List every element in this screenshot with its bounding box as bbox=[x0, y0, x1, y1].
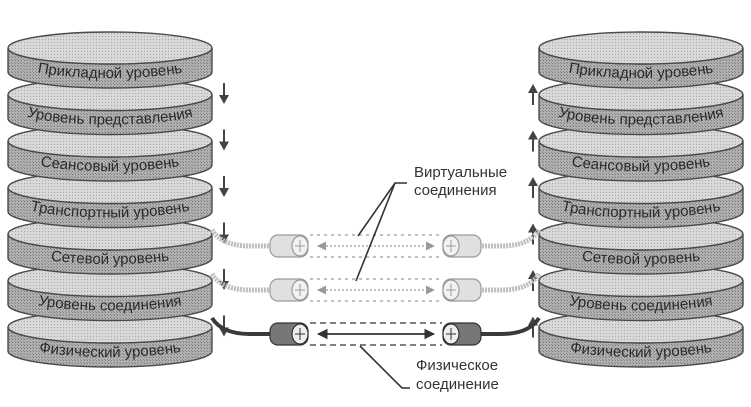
right-layer-label: Сеансовый уровень bbox=[571, 153, 712, 175]
left-arrow-down-icon bbox=[219, 176, 229, 197]
right-cable bbox=[478, 316, 541, 336]
left-cable bbox=[209, 228, 272, 249]
physical-connection bbox=[210, 316, 541, 346]
right-layer-label: Физический уровень bbox=[569, 339, 713, 361]
right-arrow-up-icon bbox=[528, 130, 538, 152]
physical-callout-leader bbox=[359, 345, 410, 389]
right-layer-label: Транспортный уровень bbox=[560, 198, 722, 222]
virtual-connection bbox=[209, 228, 542, 258]
right-direction-arrows bbox=[528, 84, 538, 338]
cable-connector-icon bbox=[442, 322, 482, 346]
left-osi-stack: Физический уровень Уровень соединения Сете… bbox=[7, 31, 213, 368]
left-layer-label: Транспортный уровень bbox=[29, 198, 191, 222]
left-layer-label: Уровень соединения bbox=[37, 292, 182, 314]
connections bbox=[209, 228, 542, 346]
virtual-callout-leaders bbox=[355, 182, 407, 282]
right-arrow-up-icon bbox=[528, 84, 538, 105]
virtual-callout-line2: соединения bbox=[414, 182, 497, 199]
right-layer-label: Сетевой уровень bbox=[581, 248, 701, 268]
right-cable bbox=[478, 228, 542, 249]
virtual-leader-line-2 bbox=[355, 182, 396, 282]
left-layer-label: Прикладной уровень bbox=[37, 60, 184, 82]
right-osi-stack: Физический уровень Уровень соединения Сете… bbox=[538, 31, 744, 368]
cable-connector-icon bbox=[269, 234, 309, 258]
left-direction-arrows bbox=[219, 83, 229, 337]
virtual-leader-line-1 bbox=[357, 182, 407, 237]
virtual-connection bbox=[209, 272, 542, 302]
left-cable bbox=[210, 316, 272, 336]
cable-connector-icon bbox=[269, 278, 309, 302]
cable-connector-icon bbox=[269, 322, 309, 346]
cable-connector-icon bbox=[442, 234, 482, 258]
right-layer-label: Уровень соединения bbox=[568, 292, 713, 314]
right-disk-top bbox=[538, 31, 744, 65]
right-cable bbox=[478, 272, 542, 293]
left-arrow-down-icon bbox=[219, 269, 229, 290]
left-disk-1: Прикладной уровень bbox=[7, 31, 213, 89]
virtual-connections-callout: Виртуальные соединения bbox=[414, 164, 507, 199]
right-arrow-up-icon bbox=[528, 177, 538, 198]
physical-callout-line2: соединение bbox=[416, 376, 499, 393]
right-layer-label: Прикладной уровень bbox=[568, 60, 715, 82]
right-disk-4: Транспортный уровень bbox=[538, 170, 744, 229]
physical-leader-line bbox=[359, 345, 410, 389]
left-layer-label: Сетевой уровень bbox=[50, 248, 170, 268]
physical-connection-callout: Физическое соединение bbox=[416, 357, 499, 393]
left-arrow-down-icon bbox=[219, 129, 229, 151]
left-layer-label: Сеансовый уровень bbox=[40, 153, 181, 175]
left-disk-top bbox=[7, 31, 213, 65]
cable-connector-icon bbox=[442, 278, 482, 302]
left-arrow-down-icon bbox=[219, 83, 229, 104]
left-layer-label: Физический уровень bbox=[38, 339, 182, 361]
physical-callout-line1: Физическое bbox=[416, 357, 498, 374]
left-cable bbox=[209, 272, 272, 293]
right-disk-1: Прикладной уровень bbox=[538, 31, 744, 89]
virtual-callout-line1: Виртуальные bbox=[414, 164, 507, 181]
